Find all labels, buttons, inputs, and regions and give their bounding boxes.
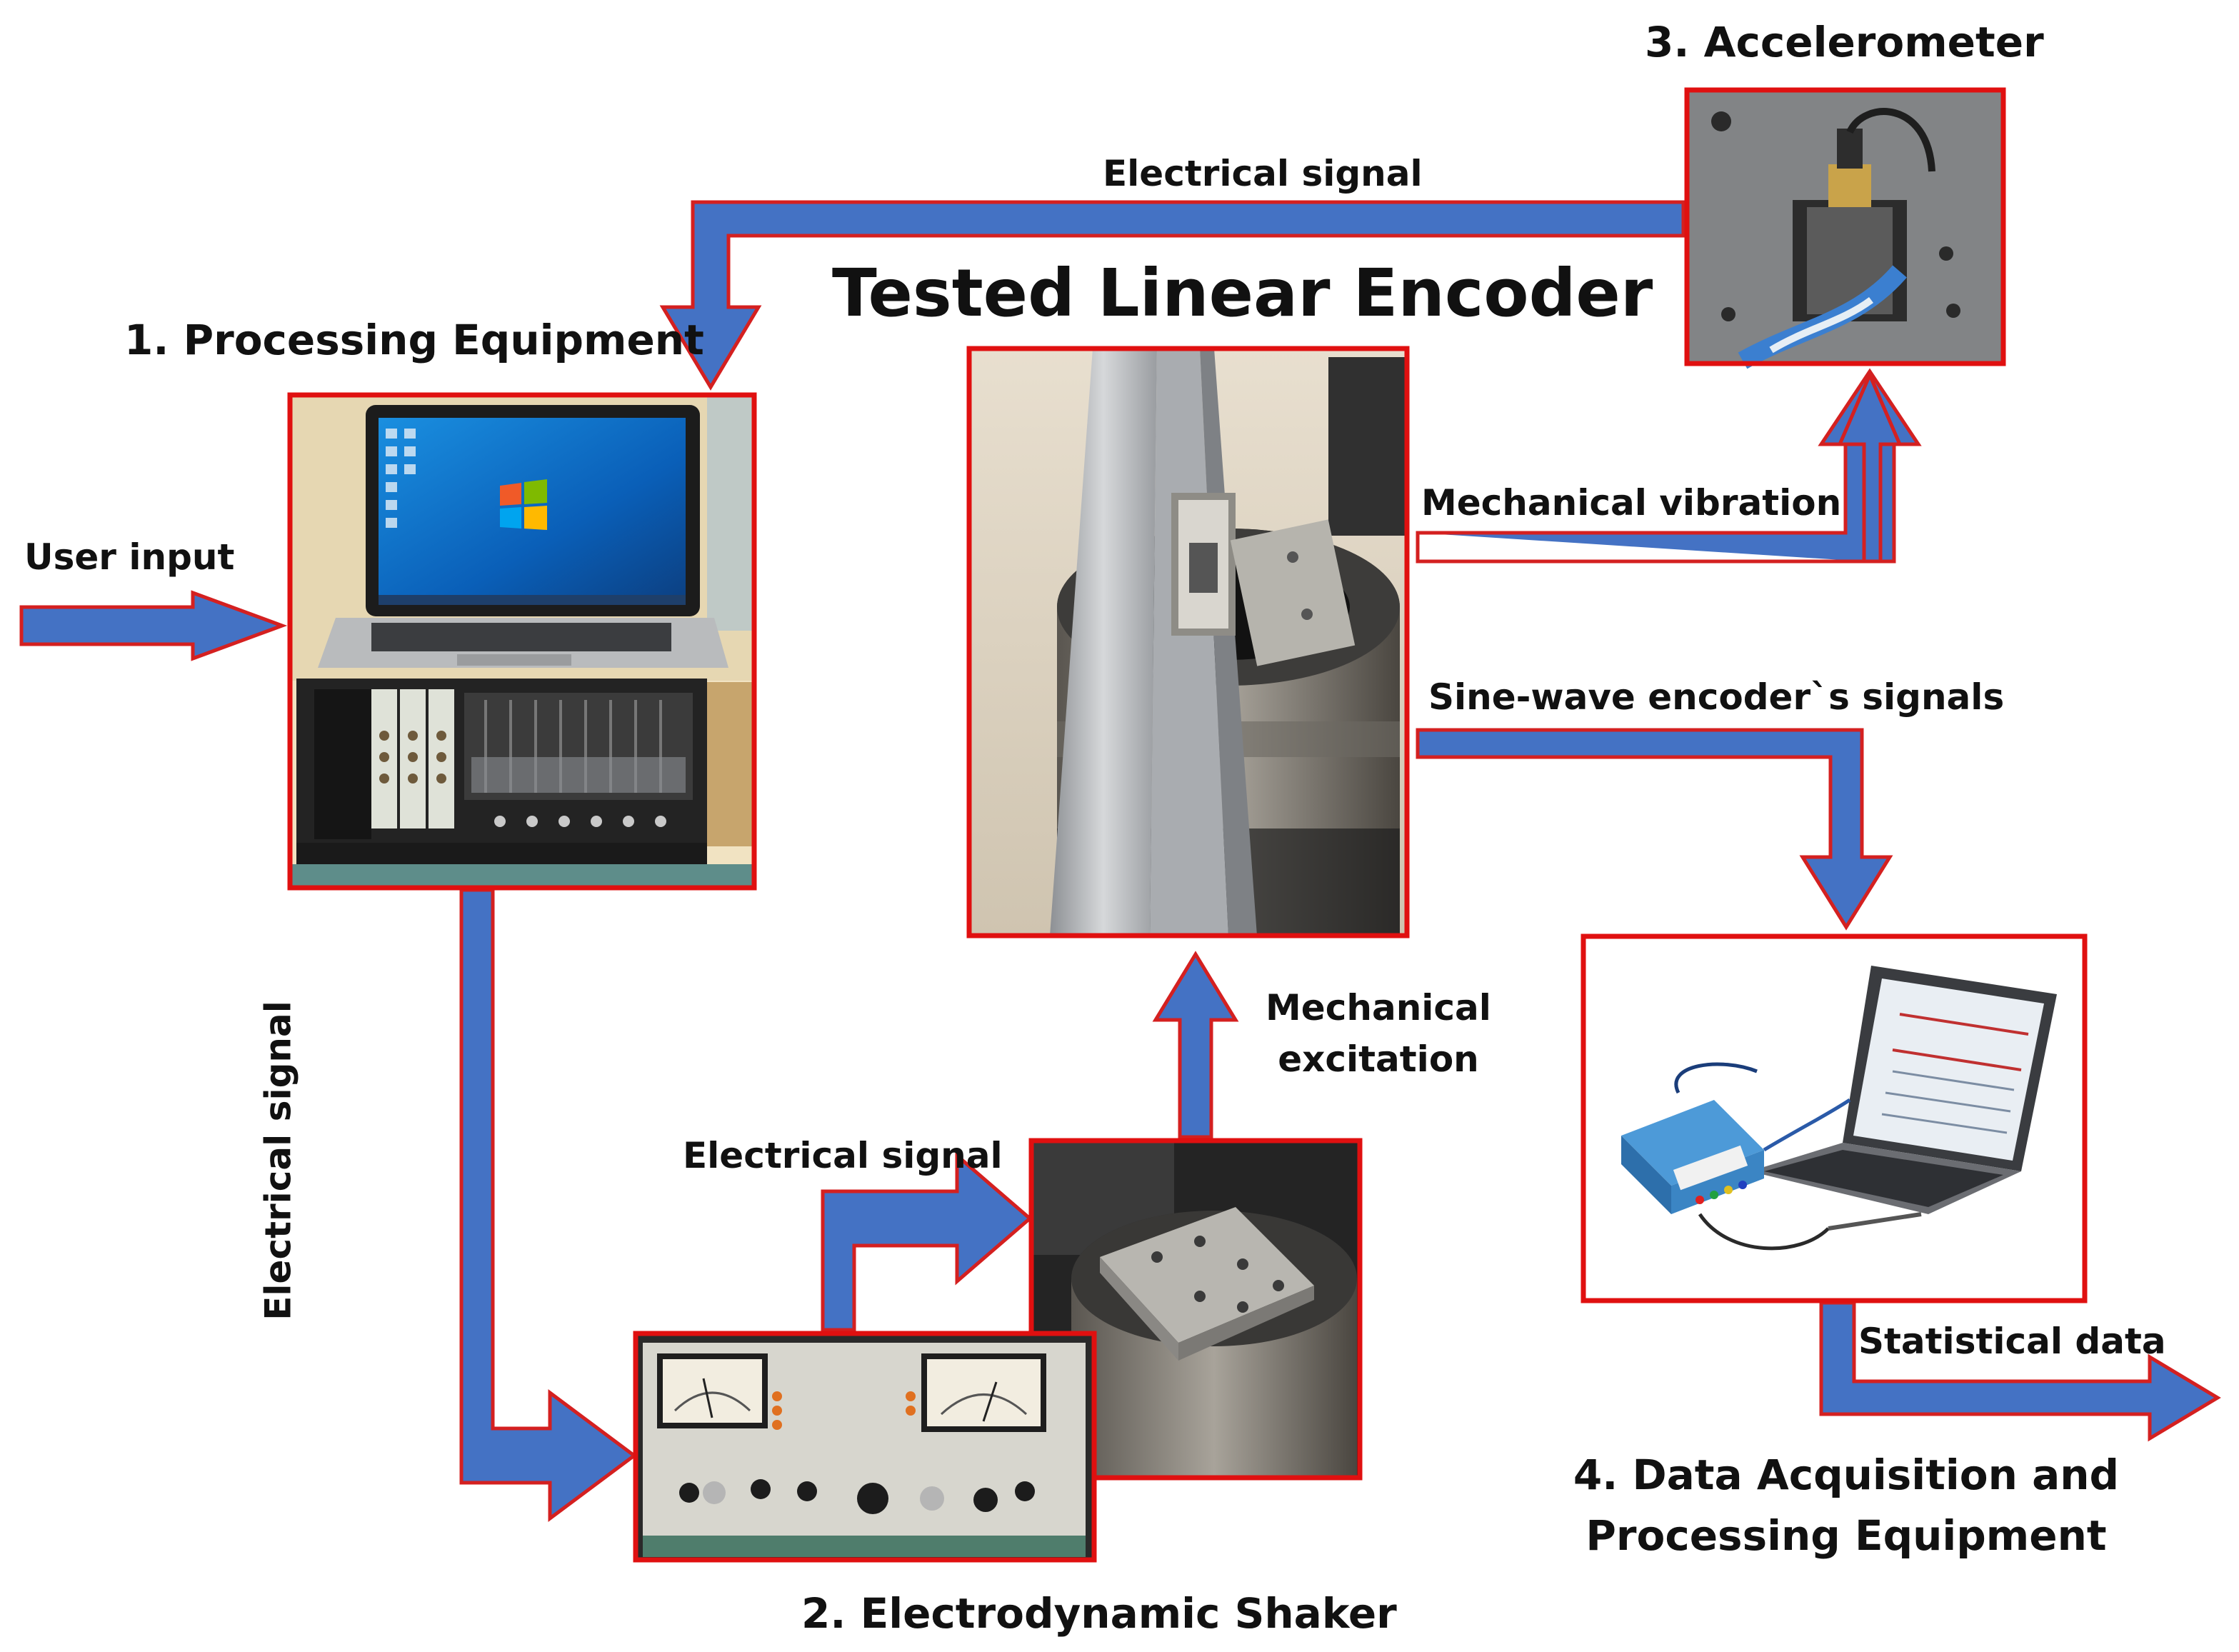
arrow-mechanical-vibration — [1416, 368, 1922, 564]
label-mechanical-excitation: Mechanical excitation — [1257, 987, 1500, 1080]
label-data-acquisition: 4. Data Acquisition and Processing Equip… — [1571, 1451, 2121, 1559]
label-electrical-signal-top: Electrical signal — [1103, 153, 1423, 194]
label-electrodynamic-shaker: 2. Electrodynamic Shaker — [801, 1589, 1397, 1638]
arrow-sine-wave-signals — [1416, 728, 1893, 931]
arrow-electrical-signal-top — [659, 200, 1685, 391]
processing-equipment-photo — [290, 395, 754, 888]
label-sine-wave-signals: Sine-wave encoder`s signals — [1428, 676, 2005, 718]
processing-equipment-frame — [287, 392, 757, 891]
label-mechanical-excitation-line1: Mechanical — [1266, 987, 1491, 1028]
arrows — [19, 200, 2221, 1522]
label-electrical-signal-vertical: Electrical signal — [257, 1001, 299, 1321]
arrow-user-input — [19, 590, 288, 661]
label-mechanical-excitation-line2: excitation — [1278, 1038, 1479, 1080]
label-user-input: User input — [24, 536, 235, 578]
label-electrical-signal-shaker: Electrical signal — [683, 1135, 1003, 1176]
accelerometer-photo — [1687, 90, 2003, 369]
shaker-table-frame — [1028, 1138, 1363, 1481]
data-acquisition-photo — [1583, 936, 2085, 1301]
label-accelerometer: 3. Accelerometer — [1645, 18, 2044, 66]
data-acquisition-frame — [1581, 933, 2088, 1303]
label-data-acquisition-line1: 4. Data Acquisition and — [1573, 1451, 2120, 1499]
arrow-mechanical-excitation — [1152, 951, 1239, 1139]
linear-encoder-photo — [969, 349, 1407, 936]
arrow-electrical-signal-vertical — [459, 888, 638, 1522]
label-data-acquisition-line2: Processing Equipment — [1586, 1511, 2107, 1560]
diagram-heading: Tested Linear Encoder — [832, 255, 1653, 331]
arrow-statistical-data — [1819, 1301, 2221, 1442]
arrow-electrical-signal-shaker — [821, 1151, 1033, 1332]
linear-encoder-frame — [966, 346, 1410, 938]
label-mechanical-vibration: Mechanical vibration — [1421, 482, 1842, 524]
label-statistical-data: Statistical data — [1858, 1321, 2166, 1362]
shaker-amplifier-photo — [636, 1333, 1094, 1560]
accelerometer-frame — [1684, 87, 2006, 366]
shaker-amplifier-frame — [633, 1331, 1097, 1563]
label-processing-equipment: 1. Processing Equipment — [124, 316, 704, 364]
